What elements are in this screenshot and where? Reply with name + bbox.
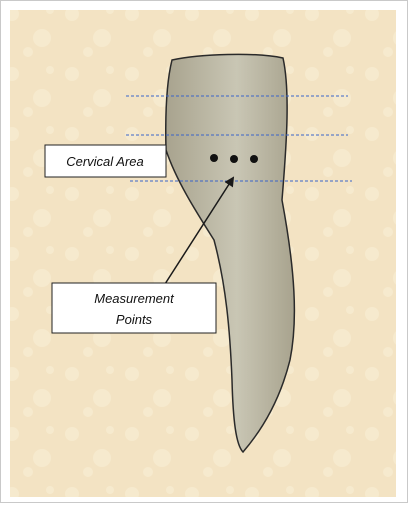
measurement-points-text-line2: Points (116, 312, 153, 327)
measurement-points-label: Measurement Points (52, 283, 216, 333)
measurement-point-3 (250, 155, 258, 163)
cervical-area-text: Cervical Area (66, 154, 144, 169)
measurement-point-1 (210, 154, 218, 162)
cervical-area-label: Cervical Area (45, 145, 166, 177)
measurement-points-text-line1: Measurement (94, 291, 175, 306)
measurement-point-2 (230, 155, 238, 163)
